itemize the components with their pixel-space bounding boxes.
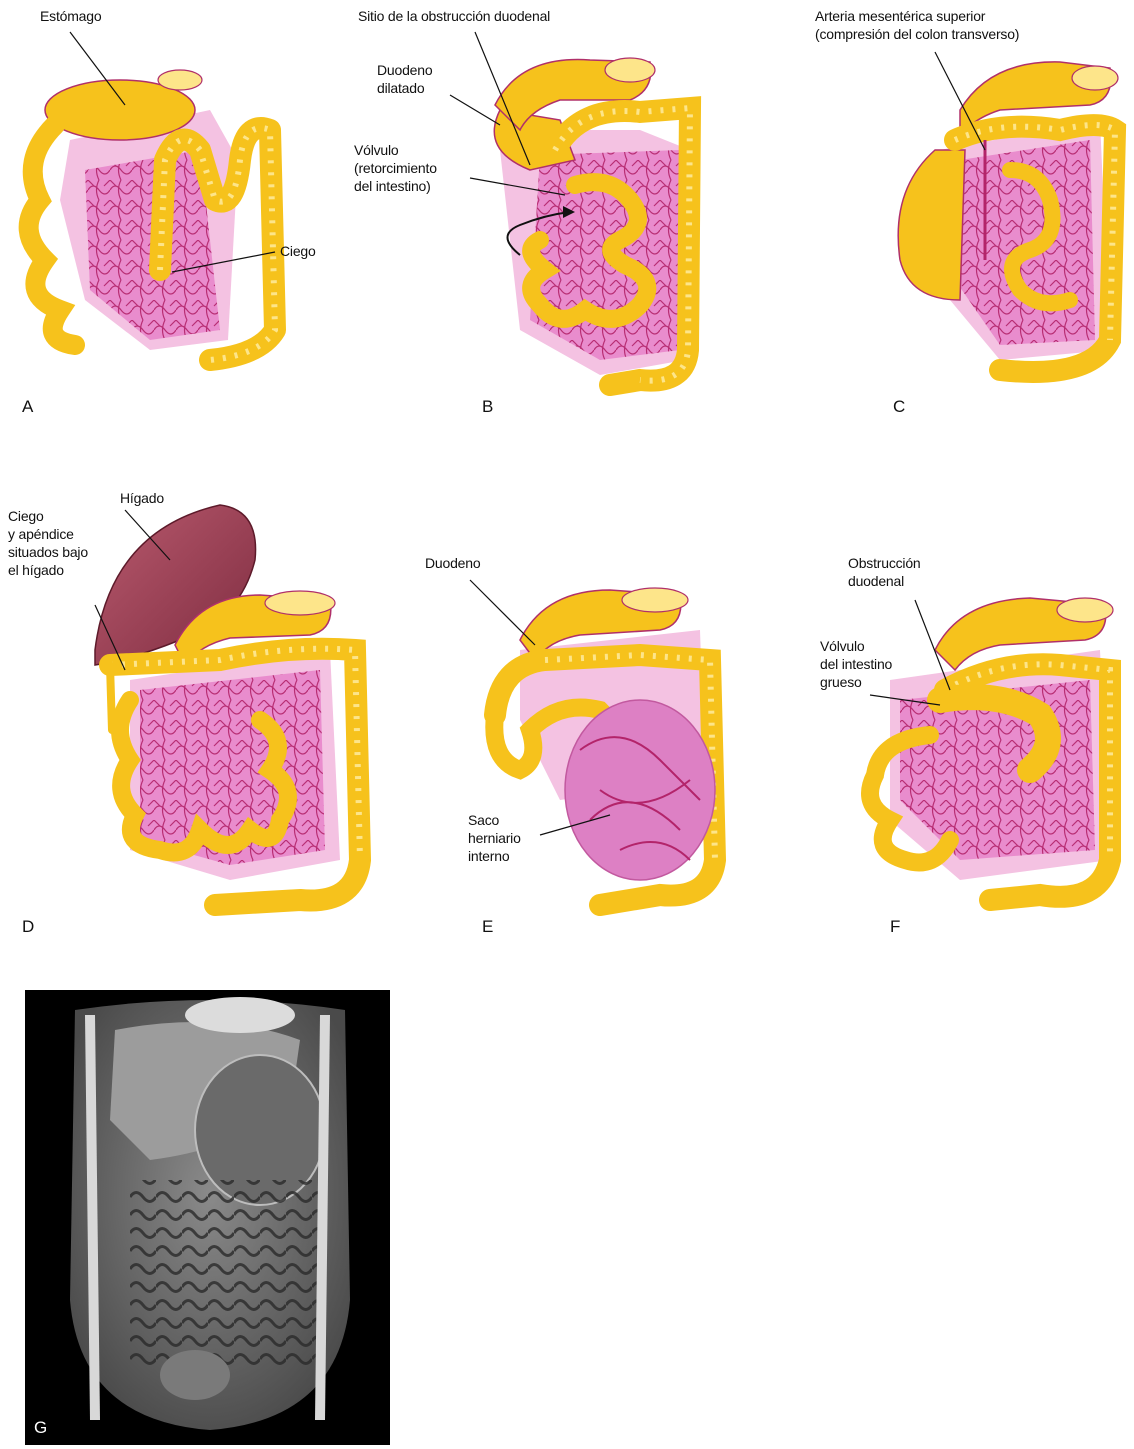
ct-spine-right [320,1015,325,1420]
panel-letter-g: G [34,1418,47,1438]
label-volvulus-f-2: del intestino [820,656,892,673]
pointer-duodenum [450,95,500,125]
panel-letter-b: B [482,397,493,417]
label-dilated-duodenum-1: Duodeno [377,62,432,79]
panel-letter-a: A [22,397,33,417]
panel-letter-c: C [893,397,905,417]
panel-b [450,32,690,385]
ct-spine-left [90,1015,95,1420]
ct-bladder [160,1350,230,1400]
panel-letter-f: F [890,917,900,937]
label-dilated-duodenum-2: dilatado [377,80,424,97]
label-volvulus-1: Vólvulo [354,142,399,159]
ct-bowel [130,1180,320,1370]
panel-a [29,32,275,360]
label-stomach-a: Estómago [40,8,101,25]
label-volvulus-2: (retorcimiento [354,160,437,177]
label-obstruction-f-2: duodenal [848,573,904,590]
cecum-appendix [110,665,112,730]
liver [95,505,256,665]
label-volvulus-3: del intestino) [354,178,431,195]
panel-g-ct [25,990,390,1445]
label-liver: Hígado [120,490,164,507]
panel-d [95,505,360,905]
label-cecum-d-2: y apéndice [8,526,74,543]
label-cecum-a: Ciego [280,243,316,260]
label-sac-2: herniario [468,830,521,847]
ct-heart [185,997,295,1033]
hernia-sac [565,700,715,880]
panel-letter-d: D [22,917,34,937]
panel-f [870,598,1113,900]
ascending-colon [898,150,965,300]
label-sma-2: (compresión del colon transverso) [815,26,1019,43]
label-obstruction-f-1: Obstrucción [848,555,921,572]
label-cecum-d-1: Ciego [8,508,44,525]
label-sac-1: Saco [468,812,499,829]
label-sma-1: Arteria mesentérica superior [815,8,985,25]
label-volvulus-f-1: Vólvulo [820,638,865,655]
panel-letter-e: E [482,917,493,937]
label-duodenum-e: Duodeno [425,555,480,572]
label-sac-3: interno [468,848,509,865]
label-cecum-d-4: el hígado [8,562,64,579]
label-volvulus-f-3: grueso [820,674,862,691]
label-cecum-d-3: situados bajo [8,544,88,561]
pointer-duodenum [470,580,535,645]
label-obstruction-site: Sitio de la obstrucción duodenal [358,8,550,25]
panel-c [898,52,1118,372]
